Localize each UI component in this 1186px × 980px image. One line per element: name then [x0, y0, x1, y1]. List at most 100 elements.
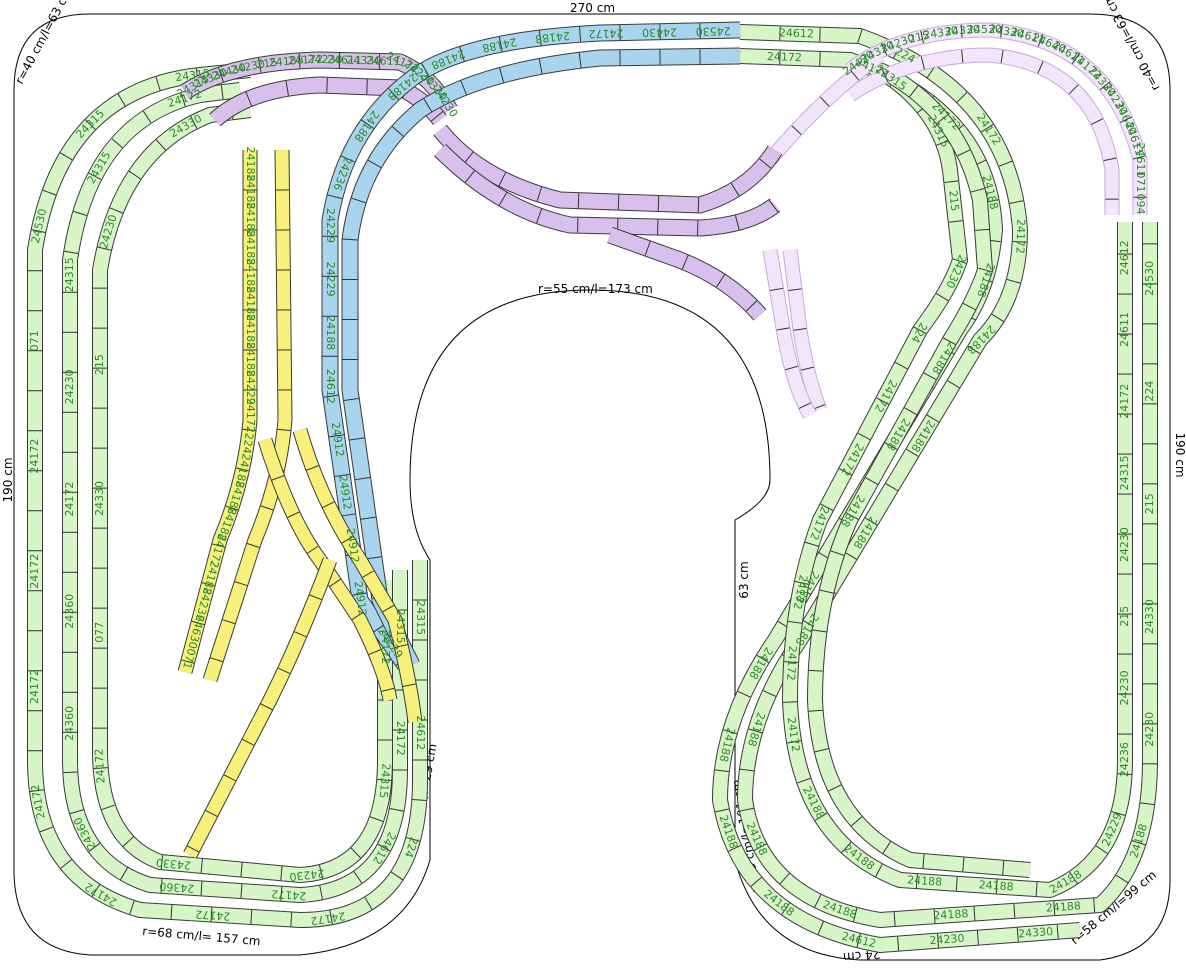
lavender-ghost-arc-outer[interactable]	[845, 23, 1147, 215]
lavender-ghost-arc-inner[interactable]	[846, 48, 1119, 215]
segment-label: 24188	[244, 342, 257, 377]
track-joint	[776, 327, 790, 331]
track-joint	[875, 864, 883, 877]
track-joint	[499, 67, 505, 83]
track-joint	[967, 345, 981, 354]
track-joint	[1091, 118, 1104, 125]
track-joint	[120, 867, 129, 880]
track-joint	[327, 194, 343, 200]
track-joint	[904, 407, 917, 415]
track-joint	[402, 683, 416, 687]
track-joint	[366, 556, 382, 560]
track-joint	[460, 80, 467, 95]
blue-ramp-top-a[interactable]	[322, 22, 741, 670]
track-joint	[170, 904, 173, 919]
segment-label: 24612	[1118, 240, 1131, 275]
segment-label: 24229	[244, 370, 257, 405]
track-joint	[63, 771, 78, 774]
green-mid-right-b[interactable]	[808, 63, 1031, 877]
track-joint	[129, 900, 135, 915]
segment-label: 24188	[800, 784, 827, 821]
track-joint	[956, 91, 968, 103]
lavender-ghost-tracks	[762, 22, 1148, 419]
green-mid-right-a[interactable]	[783, 53, 1132, 897]
green-left-inner-loop[interactable]	[63, 83, 407, 902]
track-joint	[830, 550, 845, 556]
track-joint	[920, 30, 924, 44]
track-joint	[756, 654, 770, 663]
track-joint	[142, 110, 152, 124]
purple-top-left-outer[interactable]	[180, 52, 457, 114]
track-joint	[29, 789, 44, 793]
track-joint	[1115, 874, 1129, 884]
track-joint	[180, 92, 186, 107]
track-joint	[191, 620, 205, 626]
segment-label: 24172	[92, 748, 107, 784]
track-joint	[355, 477, 371, 481]
yellow-siding-3[interactable]	[258, 438, 397, 702]
track-joint	[430, 111, 444, 122]
track-joint	[922, 854, 925, 869]
green-left-outer-loop[interactable]	[28, 63, 427, 927]
track-joint	[342, 238, 358, 241]
blue-ramp-top-b[interactable]	[342, 48, 741, 669]
purple-branch-lower[interactable]	[434, 144, 780, 236]
lavender-ghost-branch-a[interactable]	[765, 49, 884, 165]
track-joint	[759, 158, 772, 169]
track-joint	[798, 402, 812, 409]
track-joint	[463, 151, 474, 165]
track-joint	[464, 170, 475, 183]
yellow-siding-5[interactable]	[184, 557, 337, 858]
yellow-siding-4[interactable]	[293, 428, 422, 723]
track-joint	[200, 881, 203, 896]
segment-label: 215	[1118, 606, 1131, 627]
segment-label: 24230	[1118, 670, 1131, 705]
track-joint	[788, 288, 802, 291]
track-joint	[819, 589, 834, 594]
lavender-ghost-branch-c[interactable]	[763, 248, 816, 419]
segment-label: 24172	[28, 554, 41, 589]
track-joint	[412, 798, 427, 801]
segment-label: 24330	[945, 23, 981, 39]
track-joint	[160, 855, 164, 870]
track-joint	[271, 475, 285, 481]
track-joint	[1099, 81, 1111, 91]
track-joint	[864, 517, 878, 526]
track-joint	[351, 612, 364, 621]
track-joint	[820, 503, 834, 511]
green-top-span-b[interactable]	[713, 49, 1081, 952]
track-joint	[1069, 871, 1078, 884]
track-joint	[205, 809, 218, 817]
track-joint	[762, 690, 776, 697]
track-joint	[277, 428, 291, 432]
segment-label: 24611	[1134, 143, 1147, 178]
segment-label: 24330	[93, 481, 106, 516]
track-joint	[933, 909, 936, 924]
track-joint	[210, 907, 213, 922]
purple-branch-upper[interactable]	[434, 125, 782, 213]
track-joint	[285, 80, 289, 96]
track-joint	[981, 123, 994, 133]
track-joint	[801, 366, 814, 371]
segment-label: 24360	[159, 880, 195, 895]
lavender-ghost-branch-b[interactable]	[783, 249, 827, 413]
track-joint	[617, 194, 620, 210]
track-joint	[978, 267, 992, 273]
track-joint	[334, 473, 350, 477]
green-left-third-loop[interactable]	[93, 103, 392, 882]
segment-label: 24236	[1118, 742, 1131, 777]
segment-label: 24612	[414, 715, 427, 750]
yellow-siding-1[interactable]	[178, 150, 257, 674]
green-top-span-a[interactable]	[738, 25, 1157, 927]
track-joint	[577, 193, 580, 209]
track-joint	[797, 777, 811, 784]
track-joint	[976, 930, 979, 945]
segment-label: 24611	[327, 53, 362, 67]
track-joint	[804, 541, 819, 547]
track-joint	[329, 434, 345, 438]
track-joint	[362, 570, 375, 578]
segment-label: 24172	[791, 574, 810, 611]
segment-label: 24172	[310, 909, 347, 927]
track-joint	[881, 43, 888, 56]
track-joint	[190, 115, 198, 129]
